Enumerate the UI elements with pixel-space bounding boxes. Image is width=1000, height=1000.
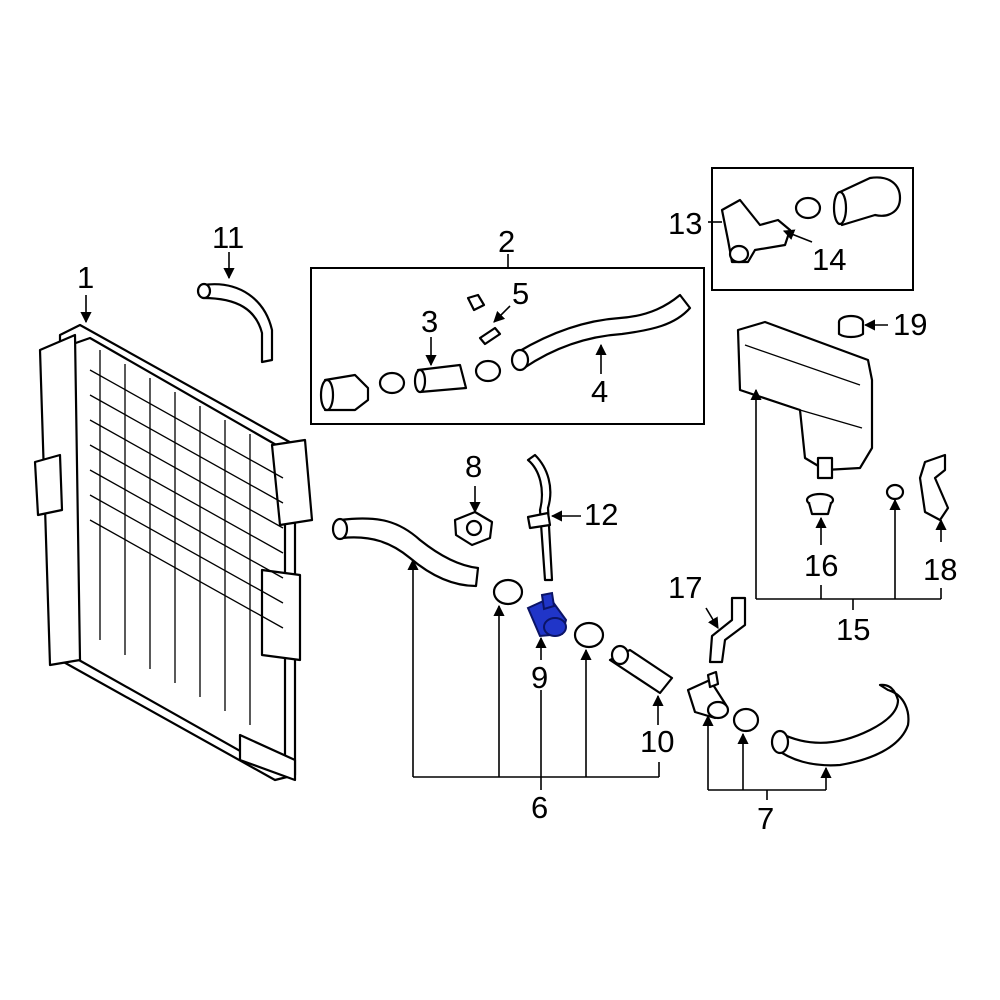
bypass-tube[interactable] [413,363,468,394]
sensor-plug[interactable] [478,326,502,346]
clamp-left[interactable] [378,371,406,395]
callout-9: 9 [531,660,548,695]
callouts: 1 2 3 4 5 6 7 8 9 10 11 12 13 14 15 16 1… [77,206,957,836]
radiator[interactable] [33,323,314,782]
callout-19: 19 [893,307,927,342]
callout-6: 6 [531,790,548,825]
callout-14: 14 [812,242,846,277]
callout-5: 5 [512,276,529,311]
engine-hose[interactable] [770,683,910,767]
callout-11: 11 [212,220,244,255]
callout-8: 8 [465,449,482,484]
thermostat-outlet[interactable] [720,198,792,264]
callout-12: 12 [584,497,618,532]
callout-3: 3 [421,304,438,339]
hose-sleeve[interactable] [608,644,674,695]
callout-2: 2 [498,224,515,259]
reservoir-clamp[interactable] [885,483,905,501]
callout-4: 4 [591,374,608,409]
hose-kit-box [310,267,705,425]
callout-1: 1 [77,260,94,295]
hose-connector[interactable] [319,373,370,412]
outlet-clamp[interactable] [794,196,822,220]
outlet-elbow[interactable] [832,176,902,227]
heater-hose[interactable] [510,293,692,372]
callout-10: 10 [640,724,674,759]
callout-15: 15 [836,612,870,647]
bypass-hose[interactable] [708,596,747,664]
callout-13: 13 [668,206,702,241]
clamp-right[interactable] [474,359,502,383]
callout-16: 16 [804,548,838,583]
thermostat-housing-box [711,167,914,291]
reservoir-grommet[interactable] [805,492,835,516]
callout-7: 7 [757,801,774,836]
overflow-hose[interactable] [526,453,554,582]
hose-clamp-a[interactable] [492,578,524,606]
pressure-cap[interactable] [453,510,494,547]
reservoir-hose[interactable] [918,453,950,522]
retaining-clip[interactable] [466,293,486,312]
lower-radiator-hose[interactable] [331,517,480,588]
callout-17: 17 [668,570,702,605]
water-outlet-highlight[interactable] [526,591,568,638]
coolant-reservoir[interactable] [736,320,874,480]
leader-lines [80,221,947,800]
callout-18: 18 [923,552,957,587]
hose-clamp-b[interactable] [573,621,605,649]
engine-hose-clamp[interactable] [732,707,760,733]
tee-fitting[interactable] [686,670,730,720]
upper-radiator-hose[interactable] [196,282,274,364]
reservoir-cap[interactable] [837,314,865,339]
